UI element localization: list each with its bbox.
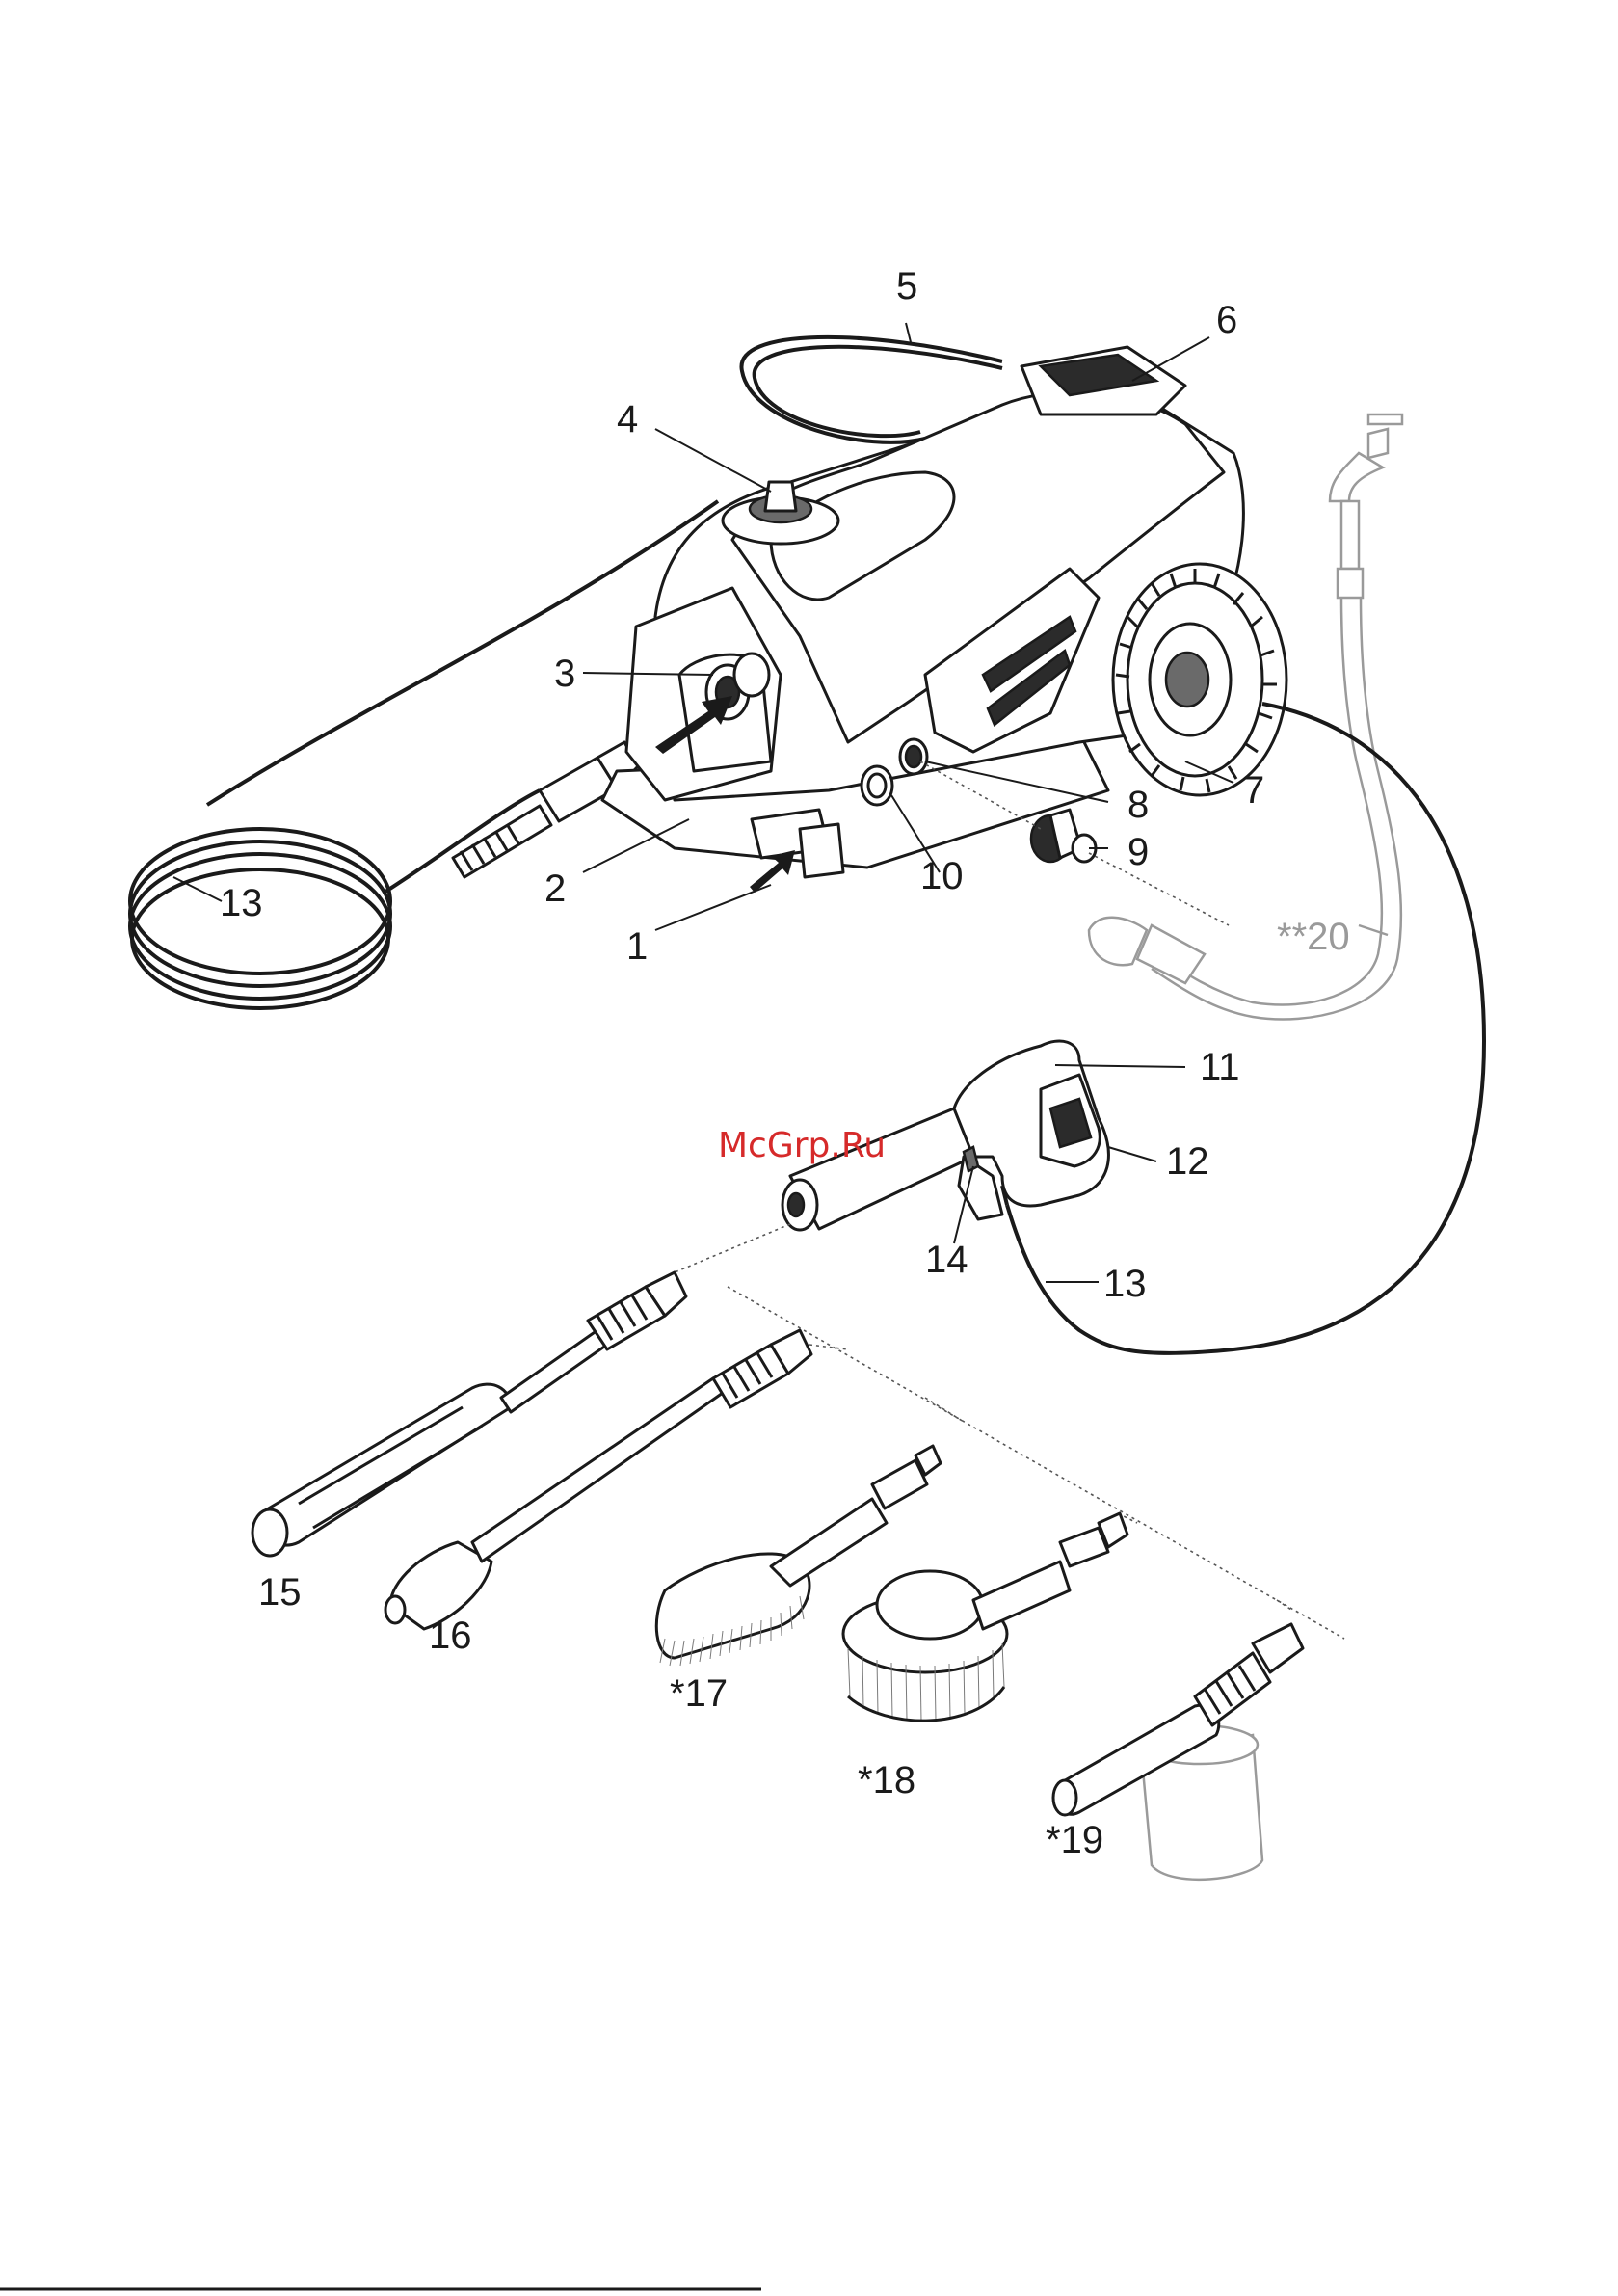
callout-19: *19	[1046, 1819, 1103, 1861]
callout-16: 16	[429, 1615, 472, 1657]
callout-6: 6	[1216, 299, 1237, 341]
callout-1: 1	[626, 925, 648, 968]
garden-hose-coupling	[1031, 810, 1096, 862]
hose-connector-left	[453, 742, 638, 877]
callout-13-gun: 13	[1103, 1263, 1147, 1305]
callout-7: 7	[1243, 769, 1264, 812]
callout-4: 4	[617, 398, 638, 441]
wheel	[1113, 564, 1286, 795]
callout-9: 9	[1127, 831, 1149, 873]
detergent-inlet	[862, 766, 892, 805]
callout-13-coil: 13	[220, 882, 263, 924]
callout-15: 15	[258, 1571, 302, 1614]
callout-5: 5	[896, 265, 917, 307]
water-inlet	[900, 739, 927, 774]
callout-3: 3	[554, 653, 575, 695]
callout-12: 12	[1166, 1140, 1209, 1183]
callout-17: *17	[670, 1672, 728, 1715]
callout-2: 2	[544, 868, 566, 910]
callout-10: 10	[920, 855, 964, 897]
spray-lance	[252, 1272, 686, 1556]
callout-14: 14	[925, 1239, 968, 1281]
callout-11: 11	[1200, 1046, 1240, 1088]
watermark: McGrp.Ru	[718, 1126, 886, 1165]
callout-20: **20	[1277, 916, 1350, 958]
callout-18: *18	[858, 1759, 915, 1802]
rotating-brush	[843, 1513, 1127, 1721]
callout-8: 8	[1127, 784, 1149, 826]
